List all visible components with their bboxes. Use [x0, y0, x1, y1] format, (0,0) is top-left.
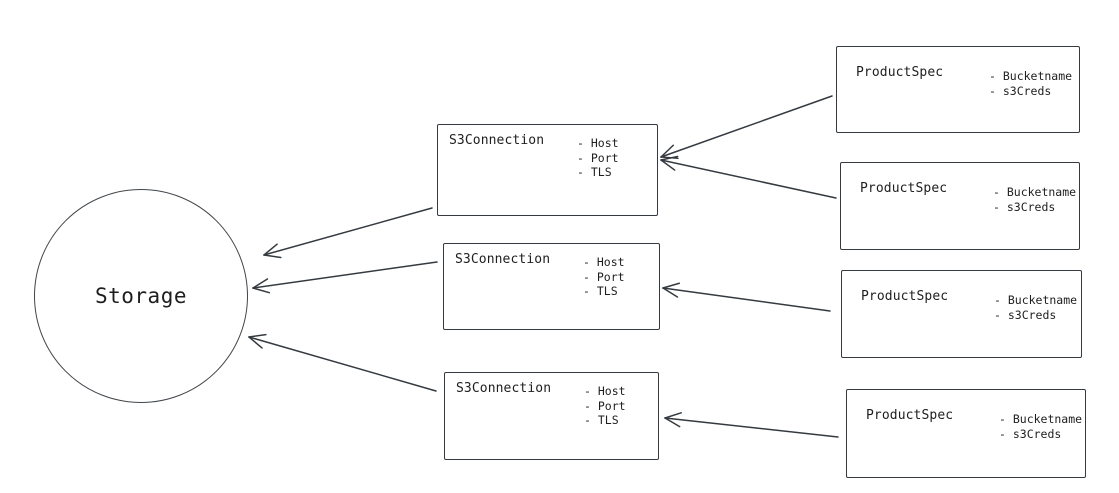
productspec-node-attributes: - Bucketname- s3Creds	[989, 69, 1072, 98]
edge-arrow-5	[660, 155, 837, 199]
edge-arrow-3	[248, 333, 437, 392]
s3connection-node-title: S3Connection	[456, 381, 552, 396]
productspec-node-attributes: - Bucketname- s3Creds	[993, 185, 1076, 214]
s3connection-node-3[interactable]: S3Connection - Host- Port- TLS	[444, 372, 659, 460]
productspec-node-attribute-item: - s3Creds	[994, 307, 1057, 322]
productspec-node-1[interactable]: ProductSpec - Bucketname- s3Creds	[836, 46, 1080, 133]
s3connection-node-title: S3Connection	[449, 133, 545, 148]
s3connection-node-attribute-item: - Host	[577, 136, 619, 150]
productspec-node-title: ProductSpec	[860, 181, 948, 196]
s3connection-node-attributes: - Host- Port- TLS	[583, 255, 625, 299]
s3connection-node-attribute-item: - TLS	[583, 284, 618, 298]
productspec-node-attribute-item: - Bucketname	[994, 293, 1078, 307]
productspec-node-3[interactable]: ProductSpec - Bucketname- s3Creds	[841, 270, 1082, 358]
s3connection-node-title: S3Connection	[455, 252, 551, 267]
s3connection-node-attribute-item: - TLS	[584, 413, 619, 427]
productspec-node-title: ProductSpec	[866, 408, 954, 423]
edge-arrow-1	[263, 207, 433, 259]
edge-arrow-2	[252, 261, 438, 294]
s3connection-node-attribute-item: - Port	[577, 150, 619, 165]
edge-arrow-4	[660, 95, 833, 160]
productspec-node-attribute-item: - Bucketname	[989, 69, 1073, 83]
productspec-node-attribute-item: - Bucketname	[999, 412, 1083, 426]
productspec-node-2[interactable]: ProductSpec - Bucketname- s3Creds	[840, 162, 1080, 250]
productspec-node-attributes: - Bucketname- s3Creds	[999, 412, 1082, 441]
productspec-node-attribute-item: - s3Creds	[989, 83, 1052, 98]
s3connection-node-attributes: - Host- Port- TLS	[577, 136, 619, 180]
productspec-node-attribute-item: - s3Creds	[999, 426, 1062, 441]
productspec-node-attribute-item: - Bucketname	[993, 185, 1077, 199]
s3connection-node-attribute-item: - Port	[583, 269, 625, 284]
storage-node[interactable]: Storage	[34, 189, 248, 403]
productspec-node-title: ProductSpec	[861, 289, 949, 304]
s3connection-node-attribute-item: - TLS	[577, 165, 612, 179]
edge-arrow-7	[664, 412, 839, 438]
productspec-node-4[interactable]: ProductSpec - Bucketname- s3Creds	[846, 389, 1086, 478]
productspec-node-attributes: - Bucketname- s3Creds	[994, 293, 1077, 322]
productspec-node-title: ProductSpec	[856, 65, 944, 80]
s3connection-node-attribute-item: - Host	[584, 384, 626, 398]
storage-node-label: Storage	[94, 284, 187, 308]
edge-arrow-6	[662, 282, 831, 312]
s3connection-node-attribute-item: - Port	[584, 398, 626, 413]
s3connection-node-1[interactable]: S3Connection - Host- Port- TLS	[437, 124, 658, 216]
productspec-node-attribute-item: - s3Creds	[993, 199, 1056, 214]
s3connection-node-attributes: - Host- Port- TLS	[584, 384, 626, 428]
s3connection-node-attribute-item: - Host	[583, 255, 625, 269]
s3connection-node-2[interactable]: S3Connection - Host- Port- TLS	[443, 243, 660, 330]
